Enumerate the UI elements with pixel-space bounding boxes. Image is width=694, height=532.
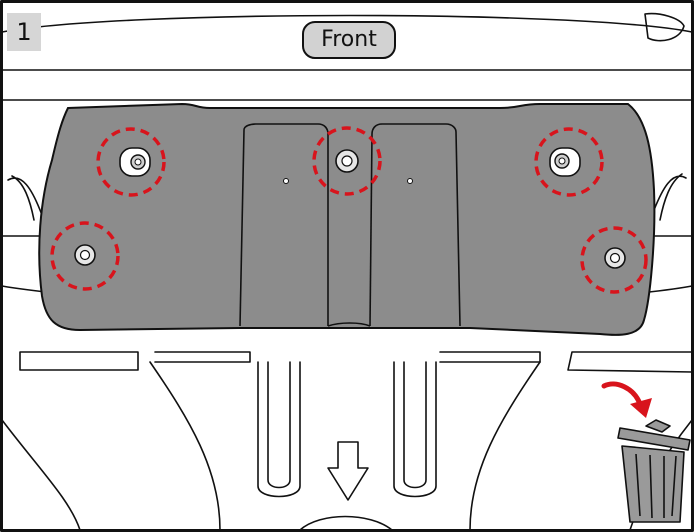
highlight-right xyxy=(580,226,648,294)
bolt-right xyxy=(604,247,626,269)
curved-arrow-icon xyxy=(601,381,652,418)
highlight-left xyxy=(50,221,120,291)
bolt-top-right xyxy=(549,147,581,177)
corner-detail xyxy=(644,12,685,42)
highlight-top-left xyxy=(96,127,166,197)
trash-can-icon xyxy=(617,419,691,523)
front-orientation-label: Front xyxy=(302,21,396,59)
down-arrow-icon xyxy=(327,441,369,501)
slot-left xyxy=(19,351,139,371)
skid-plate xyxy=(38,102,656,336)
bolt-top-left xyxy=(119,147,151,177)
front-bumper-line xyxy=(1,14,693,33)
step-number-badge: 1 xyxy=(7,13,41,51)
highlight-top-center xyxy=(312,126,382,196)
fasteners xyxy=(74,147,626,269)
bolt-top-center xyxy=(335,149,359,173)
slot-right xyxy=(567,351,693,373)
bolt-left xyxy=(74,244,96,266)
highlight-top-right xyxy=(534,127,604,197)
bolt-highlights xyxy=(50,126,648,294)
